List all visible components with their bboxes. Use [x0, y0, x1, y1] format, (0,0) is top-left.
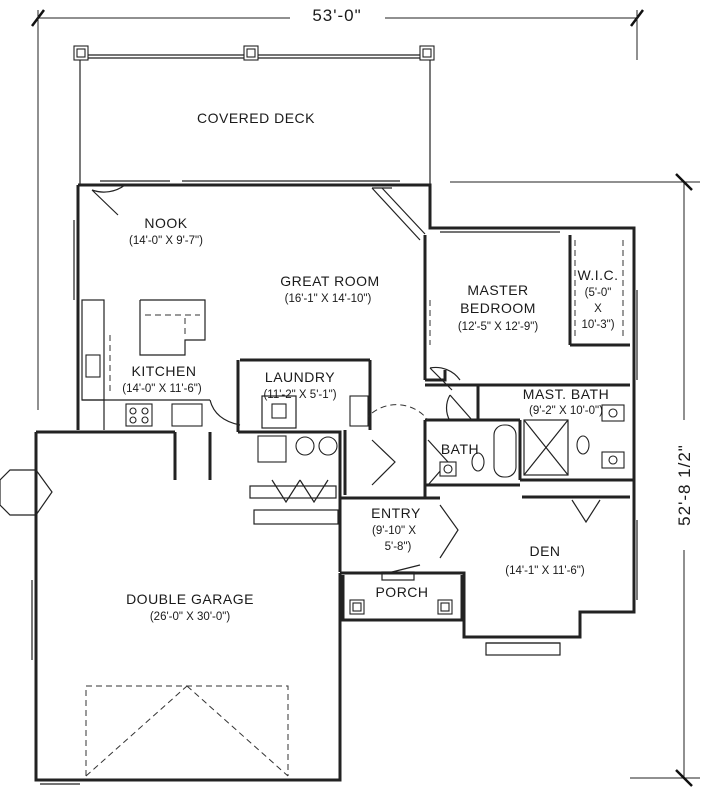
room-labels: COVERED DECK NOOK (14'-0" X 9'-7") GREAT… [122, 110, 618, 623]
mast-bath-size: (9'-2" X 10'-0") [529, 405, 603, 417]
depth-dimension: 52'-8 1/2" [450, 173, 700, 787]
kitchen-label: KITCHEN [132, 363, 197, 379]
nook-label: NOOK [144, 215, 187, 231]
interior-walls [240, 187, 634, 656]
porch-post [349, 599, 453, 615]
entry-size-1: (9'-10" X [372, 525, 416, 537]
nook-size: (14'-0" X 9'-7") [129, 235, 203, 247]
kitchen-size: (14'-0" X 11'-6") [122, 383, 202, 395]
master-bedroom-label: MASTER [467, 282, 528, 298]
laundry-label: LAUNDRY [265, 369, 335, 385]
great-room-label: GREAT ROOM [280, 273, 379, 289]
exterior-walls [31, 180, 638, 785]
entry-size-2: 5'-8") [385, 541, 412, 553]
closet-shelves [429, 240, 624, 345]
mast-bath-label: MAST. BATH [523, 386, 609, 402]
entry-label: ENTRY [371, 505, 421, 521]
den-label: DEN [529, 543, 560, 559]
wic-label: W.I.C. [577, 267, 618, 283]
kitchen-fixtures [81, 299, 210, 430]
wic-size-3: 10'-3") [581, 319, 614, 331]
covered-deck-label: COVERED DECK [197, 110, 315, 126]
garage-door-outline [85, 685, 289, 777]
garage-label: DOUBLE GARAGE [126, 591, 254, 607]
width-dimension: 53'-0" [31, 4, 644, 410]
width-dimension-label: 53'-0" [312, 6, 361, 25]
den-size: (14'-1" X 11'-6") [505, 565, 585, 577]
wic-size-2: X [594, 303, 602, 315]
porch-label: PORCH [375, 584, 428, 600]
deck-post [73, 45, 435, 61]
master-bedroom-label-2: BEDROOM [460, 300, 536, 316]
covered-deck [73, 45, 435, 185]
great-room-size: (16'-1" X 14'-10") [285, 293, 372, 305]
laundry-size: (11'-2" X 5'-1") [263, 389, 336, 401]
laundry-fixtures [249, 395, 369, 525]
bath-fixtures [439, 404, 625, 478]
wic-size-1: (5'-0" [585, 287, 612, 299]
garage-size: (26'-0" X 30'-0") [150, 611, 230, 623]
bath-label: BATH [441, 441, 479, 457]
depth-dimension-label: 52'-8 1/2" [675, 444, 694, 526]
master-bedroom-size: (12'-5" X 12'-9") [458, 321, 538, 333]
